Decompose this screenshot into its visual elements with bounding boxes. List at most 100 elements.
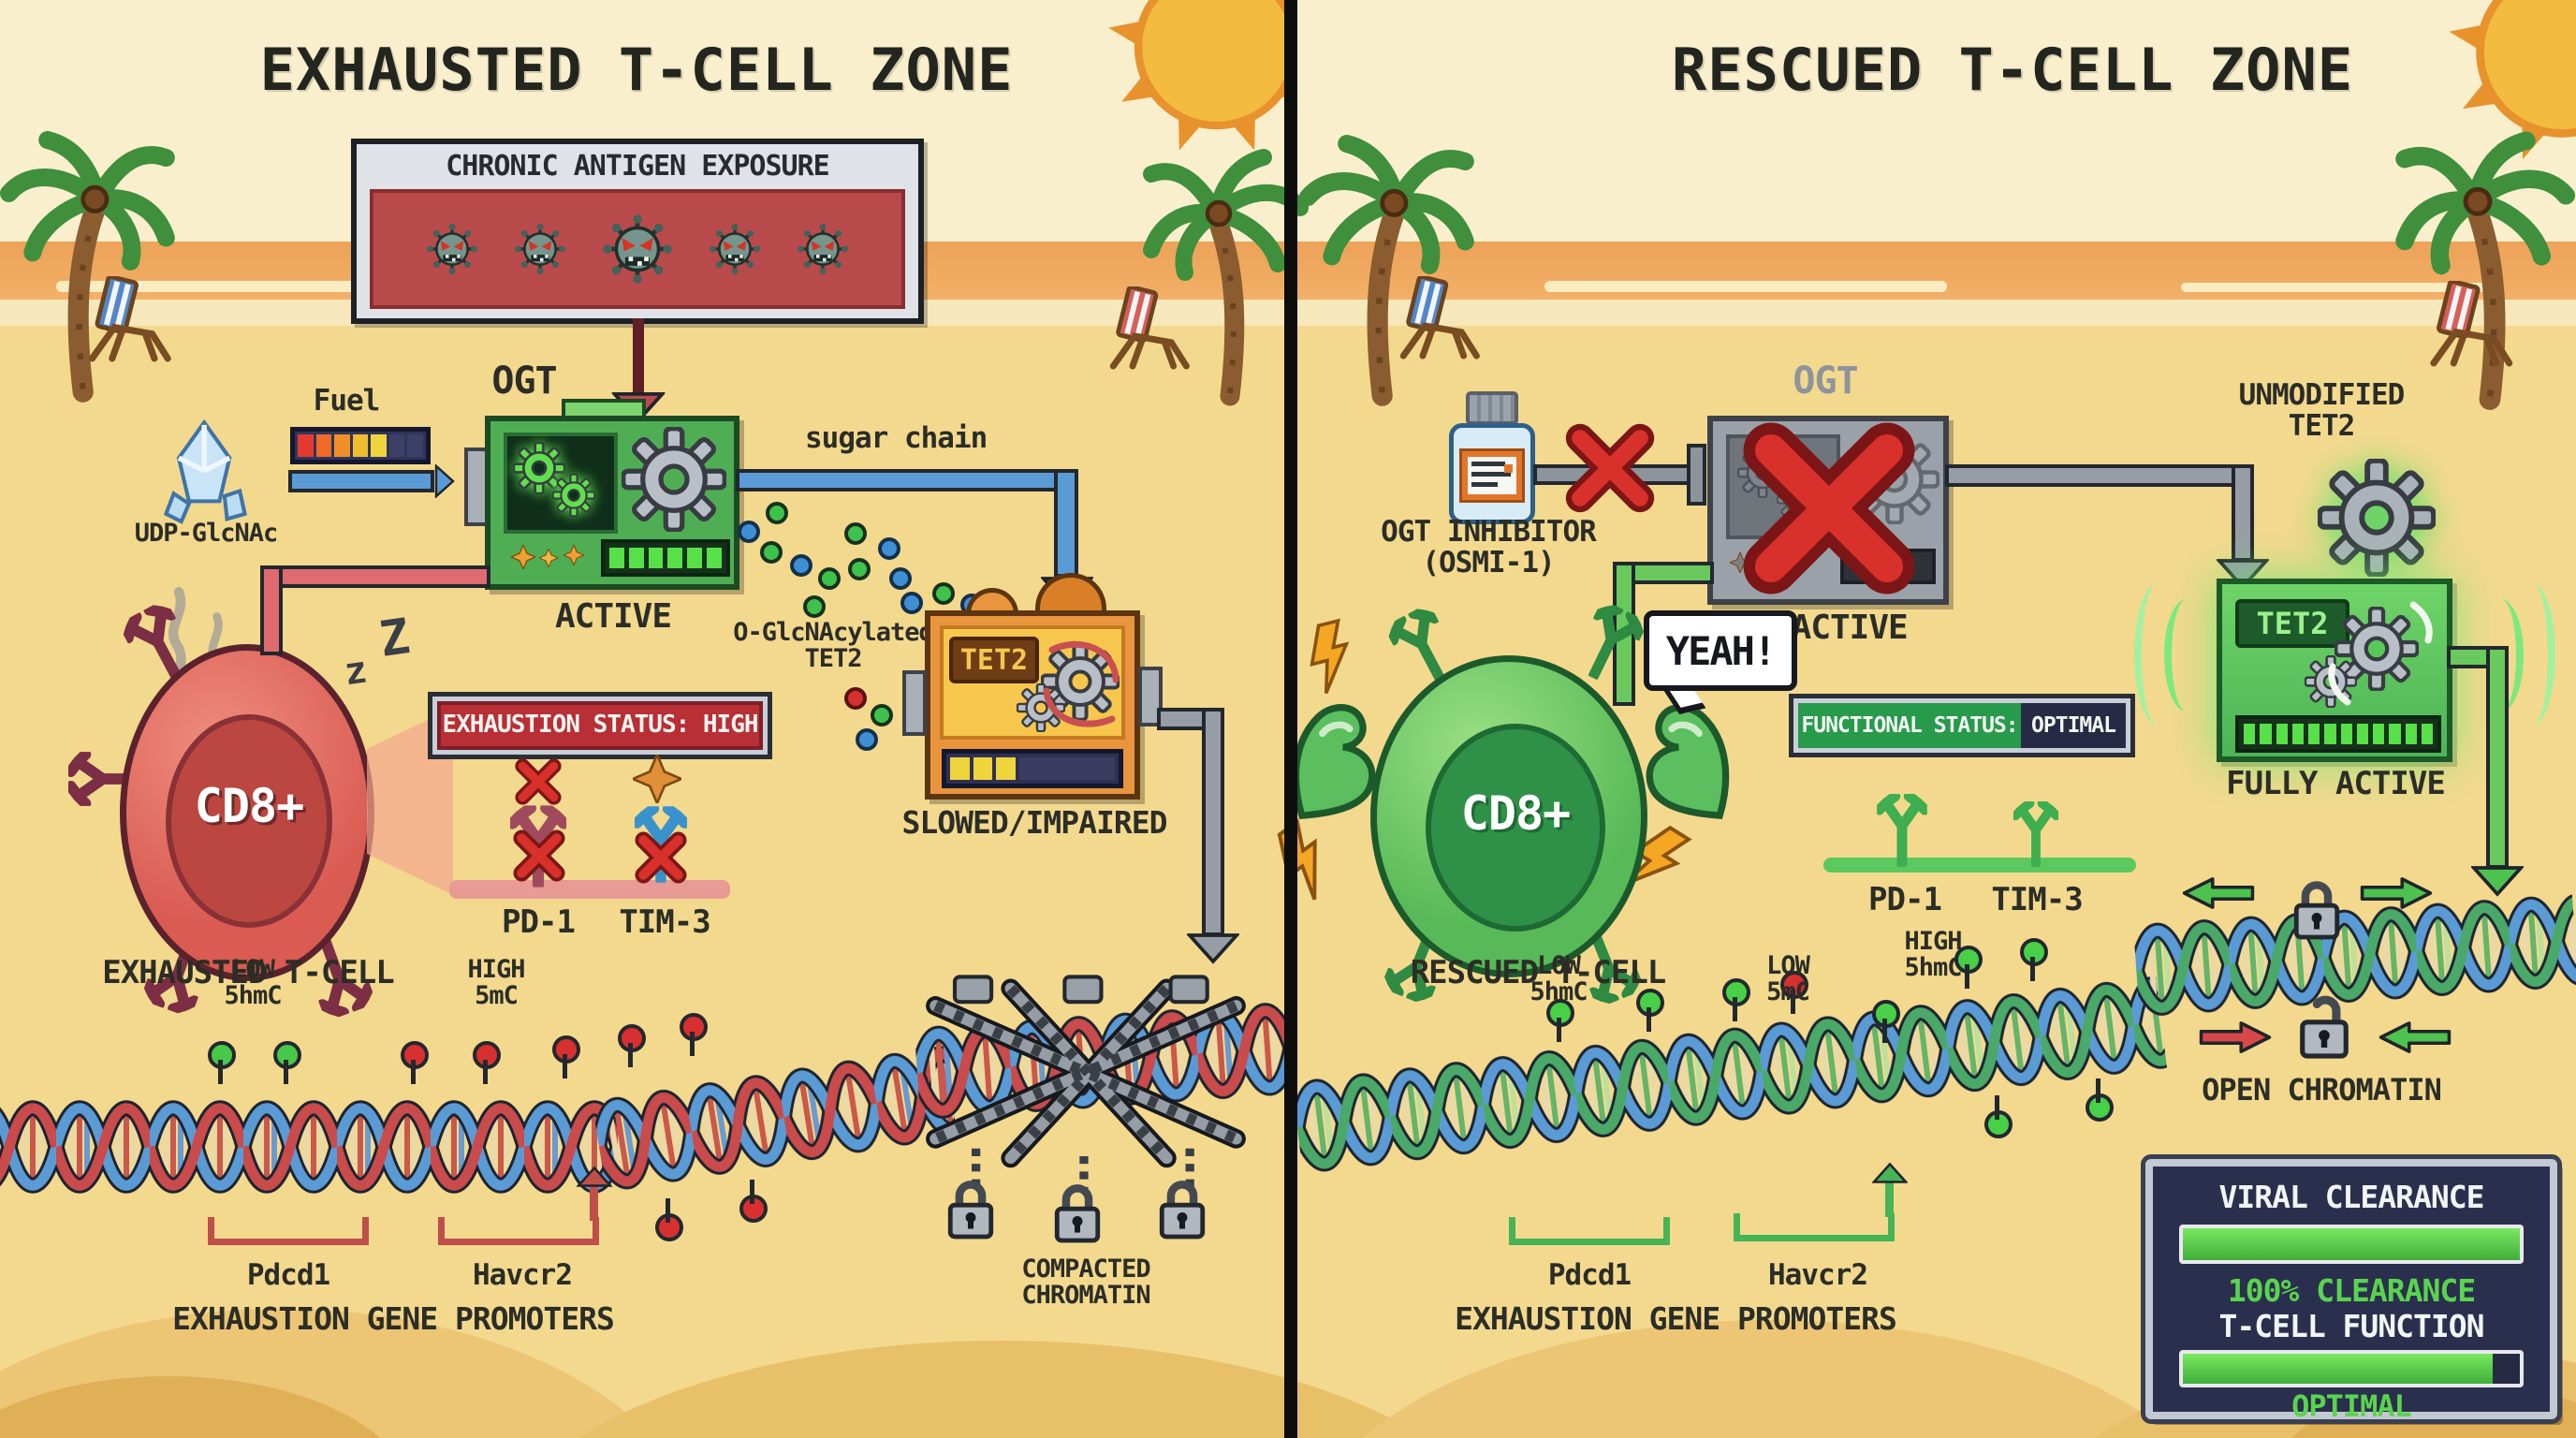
tet2-machine-active: TET2 [2217, 579, 2452, 762]
spark-icon [564, 545, 584, 565]
power-cell [2276, 724, 2288, 744]
mark-stem [411, 1060, 416, 1084]
lightning-bolt-icon [1300, 615, 1362, 698]
fuel-cell [298, 434, 314, 457]
5hmc-mark [2086, 1077, 2114, 1122]
oglcnac-bead [844, 687, 867, 710]
dna-strand [1288, 952, 2171, 1198]
sign-post [633, 318, 644, 395]
pd1-label: PD-1 [1868, 881, 1942, 918]
sugar-bead [889, 567, 912, 590]
power-cell [648, 548, 664, 568]
pd1-label: PD-1 [502, 903, 576, 941]
5mc-mark [473, 1041, 501, 1086]
5hmc-mark [1546, 999, 1574, 1044]
rescued-cell-label: CD8+ [1460, 786, 1571, 841]
ogt-right-label: OGT [1793, 360, 1858, 403]
unmodified-line1: UNMODIFIED [2238, 378, 2406, 412]
tss-arrow-icon [1872, 1161, 1908, 1185]
chromatin-line2: CHROMATIN [1021, 1281, 1150, 1311]
chronic-antigen-sign: CHRONIC ANTIGEN EXPOSURE [351, 139, 924, 324]
sugar-chain-label: sugar chain [805, 421, 988, 455]
palm-tree-icon [1299, 105, 1477, 414]
havcr2-label-right: Havcr2 [1768, 1258, 1868, 1292]
mark-line2: 5mC [1766, 977, 1810, 1007]
functional-status-value: OPTIMAL [2031, 713, 2116, 738]
foam-line [2181, 283, 2490, 292]
ligand-icon [633, 755, 681, 803]
power-cell [2340, 724, 2352, 744]
tet2-active-status: FULLY ACTIVE [2226, 765, 2446, 802]
power-cell [609, 548, 624, 568]
power-cell [2389, 724, 2401, 744]
tet2-wire-v [2235, 468, 2250, 558]
mark-stem [483, 1060, 488, 1084]
membrane-bar-green [1823, 858, 2136, 873]
tet2-panel: TET2 [940, 625, 1125, 740]
functional-status-left: FUNCTIONAL STATUS: [1798, 703, 2021, 748]
exhaustion-promoters-caption: EXHAUSTION GENE PROMOTERS [172, 1300, 615, 1337]
mark-stem [2030, 957, 2035, 981]
tet2-connector-right [1138, 667, 1163, 726]
foam-line [1544, 281, 1947, 292]
power-cell [2324, 724, 2336, 744]
padlock-closed-icon [1050, 1181, 1105, 1245]
mark-stem [1647, 1007, 1651, 1032]
glow-arc [2510, 584, 2555, 725]
5mc-mark [552, 1035, 580, 1080]
havcr2-label: Havcr2 [473, 1258, 573, 1292]
sugar-bead [766, 502, 788, 524]
sugar-bead [878, 537, 900, 560]
havcr2-tss-stem [590, 1185, 598, 1221]
mark-stem [1733, 997, 1737, 1021]
scoreboard-panel: VIRAL CLEARANCE 100% CLEARANCE T-CELL FU… [2141, 1154, 2562, 1424]
oglcnac-label: O-GlcNAcylated TET2 [721, 618, 945, 673]
spark-icon [539, 549, 558, 567]
function-bar-fill [2183, 1354, 2494, 1384]
clearance-bar-fill [2183, 1228, 2520, 1260]
xmark-icon [635, 831, 687, 884]
xmark-icon [515, 758, 562, 805]
mark-stem [1791, 990, 1795, 1014]
oglcnac-bead [856, 728, 878, 751]
sugar-bead [738, 521, 760, 543]
lightning-bolt-icon [1261, 814, 1349, 909]
mark-line2: 5hmC [224, 981, 282, 1011]
sugar-bead [818, 567, 841, 590]
chromatin-arrow-icon [1187, 932, 1239, 964]
tet2-connector-left [902, 670, 927, 736]
fuel-cell [315, 434, 332, 457]
sugar-bead [844, 522, 867, 545]
5hmc-mark [1636, 989, 1664, 1034]
function-bar-track [2179, 1350, 2524, 1387]
spin-swoosh-icon [2328, 601, 2433, 706]
beach-chair-icon [1387, 276, 1495, 362]
beach-chair-icon [75, 276, 187, 365]
mark-stem [628, 1043, 633, 1067]
xmark-icon [513, 829, 565, 882]
ogt-status-label: ACTIVE [554, 597, 672, 636]
fuel-cell [334, 434, 350, 457]
beach-chair-icon [2419, 281, 2526, 370]
beach-chair-icon [1097, 286, 1205, 373]
sand-dune [1301, 1320, 2237, 1438]
virus-icon [709, 223, 761, 275]
xmark-icon [1565, 423, 1655, 513]
oglcnac-line1: O-GlcNAcylated [733, 618, 934, 647]
mark-stem [563, 1054, 567, 1078]
clearance-bar-track [2179, 1225, 2524, 1264]
mark-stem [1557, 1018, 1561, 1042]
dna-strand-open [2131, 870, 2576, 1032]
functional-status-label: FUNCTIONAL STATUS: [1801, 713, 2018, 738]
padlock-closed-icon [944, 1178, 998, 1241]
mark-stem [2096, 1078, 2100, 1103]
mark-stem [750, 1180, 754, 1204]
exhausted-cell-caption: EXHAUSTED T-CELL [102, 954, 395, 991]
rescue-wire-h [1617, 565, 1710, 580]
chromatin-line1: COMPACTED [1021, 1255, 1150, 1284]
functional-status-right: OPTIMAL [2021, 703, 2126, 748]
padlock-open-icon [2290, 878, 2344, 942]
left-panel-title: EXHAUSTED T-CELL ZONE [259, 36, 1014, 104]
progress-cell [950, 757, 970, 780]
inhibitor-bottle-body [1449, 423, 1535, 524]
